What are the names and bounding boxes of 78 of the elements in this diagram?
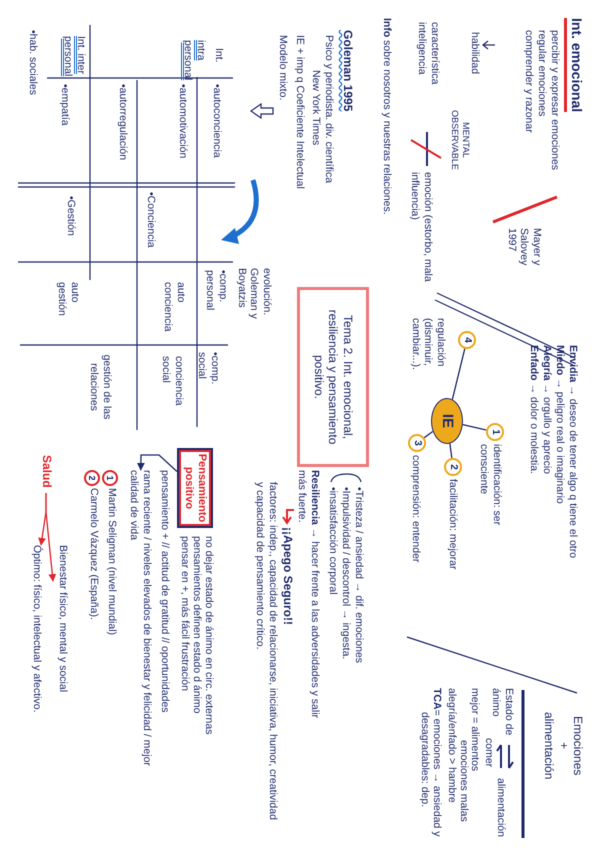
arrow — [38, 493, 47, 546]
note-text: pensamientos definen estado d ánimo — [190, 536, 203, 714]
note-text: evolución. Goleman y Boyatzis — [235, 268, 273, 321]
connector-line — [449, 444, 452, 458]
note-text: Int. — [212, 48, 225, 63]
heading-text: Emociones + alimentación — [542, 712, 585, 780]
connector-line — [462, 424, 486, 431]
note-text: TCA= emociones → ansiedad y — [430, 688, 443, 837]
callout-number: 1 — [102, 470, 118, 486]
note-text: gestión de las relaciones — [88, 354, 113, 422]
note-text: pensamiento + // actitud de gratitud // oportunidades — [158, 470, 171, 713]
note-text: •Gestión — [64, 196, 77, 236]
annotation-text: regulación (disminuir, cambiar...). — [409, 318, 447, 372]
note-text: •empatía — [58, 84, 71, 126]
annotation-text: comprensión: entender — [409, 455, 422, 564]
highlight-box: Pensamiento positivo — [177, 448, 213, 528]
heading-text: Int. emocional — [564, 18, 585, 112]
note-text: conciencia social — [160, 356, 185, 408]
note-text: •autoconciencia — [210, 84, 223, 158]
note-text: mejor = alimentos — [469, 688, 481, 772]
heading-text: Salud — [38, 455, 54, 493]
note-text: alegría/enfado > hambre — [445, 688, 458, 803]
heading-text: Goleman 1995 — [340, 30, 355, 112]
connector-line — [452, 348, 466, 400]
annotation-text: facilitación: mejorar — [446, 479, 459, 572]
note-text: •comp. personal — [204, 270, 229, 312]
note-text: comer — [482, 738, 495, 768]
arrow — [137, 454, 178, 472]
note-text: Óptimo: físico, intelectual y afectivo. — [13, 545, 43, 715]
note-text: •hab. sociales — [26, 30, 39, 95]
note-text: factores: indep., capacidad de relacionarse, iniciativa, humor, creatividad y capacidad de pensamiento crítico. — [254, 482, 279, 822]
note-text: emoción (estorbo, mala influencia) — [408, 172, 434, 284]
note-text: Info sobre nosotros y nuestras relaciones. — [380, 18, 393, 217]
note-text: MENTAL OBSERVABLE — [449, 109, 471, 172]
ellipse-node: IE — [431, 398, 463, 444]
note-text: característica inteligencia — [416, 22, 441, 86]
note-text: ¡¡Apego Seguro!! — [280, 527, 295, 625]
note-text: regular emociones — [535, 30, 548, 116]
note-text: habilidad — [468, 32, 481, 74]
annotation-text: identificación: ser consciente — [478, 444, 503, 528]
note-text: pensar en +, más fácil frustración — [178, 536, 191, 691]
note-text: emociones malas — [457, 740, 470, 822]
note-text: percibir y expresar emociones — [548, 30, 561, 170]
heading-text: intra personal — [182, 40, 207, 80]
note-text: desagradables: dep. — [418, 712, 431, 808]
note-text: •Conciencia — [144, 192, 157, 248]
note-text: no dejar estado de ánimo en circ. externas — [202, 536, 215, 734]
note-text: auto conciencia — [162, 282, 187, 334]
note-text: auto gestión — [56, 282, 81, 318]
numbered-circle: 1 — [486, 423, 504, 441]
note-text: Psico y periodista. div. científica — [322, 35, 335, 184]
note-text: Mayer y Salovey 1997 — [505, 228, 543, 268]
note-text: alimentación — [494, 778, 507, 837]
note-text: •Tristeza / ansiedad → dif. emociones — [352, 487, 365, 664]
note-text: Martin Seligman (nivel mundial) — [105, 488, 118, 636]
note-text: •automotivación — [176, 84, 189, 158]
connector-line — [424, 430, 434, 438]
note-text: •autorregulación — [116, 84, 129, 160]
numbered-circle: 2 — [444, 458, 462, 476]
note-text: comprender y razonar — [522, 30, 535, 133]
heading-text: Int. inter personal — [62, 36, 87, 76]
note-text: Carmelo Vázquez (España). — [87, 488, 100, 620]
note-text: Modelo mixto. — [276, 35, 289, 100]
note-text: IE + imp q Coeficiente Intelectual — [293, 35, 306, 189]
note-text: Resiliencia → hacer frente a las adversidades y salir más fuerte. — [296, 470, 321, 720]
note-text: Alegría → orgullo y aprecio — [540, 345, 553, 474]
callout-number: 2 — [84, 470, 100, 486]
note-text: Bienestar físico, mental y social — [53, 545, 69, 775]
title-box: Tema 2. Int. emocional, resiliencia y pensamiento positivo. — [297, 287, 369, 467]
note-text: Envidia → deseo de tener algo q tiene el otro — [566, 345, 579, 558]
note-text: New York Times — [309, 70, 322, 146]
note-text: •insatisfacción corporal — [326, 487, 339, 595]
numbered-circle: 4 — [458, 331, 476, 349]
numbered-circle: 3 — [408, 434, 426, 452]
note-text: •Impulsividad / descontrol → ingesta. — [339, 487, 352, 660]
note-text: rama reciente / niveles elevados de bienestar y felicidad / mejor calidad de vida — [125, 470, 153, 800]
note-text: •comp. social — [196, 352, 221, 386]
note-text: Enfado → dolor o molestia. — [527, 345, 540, 474]
